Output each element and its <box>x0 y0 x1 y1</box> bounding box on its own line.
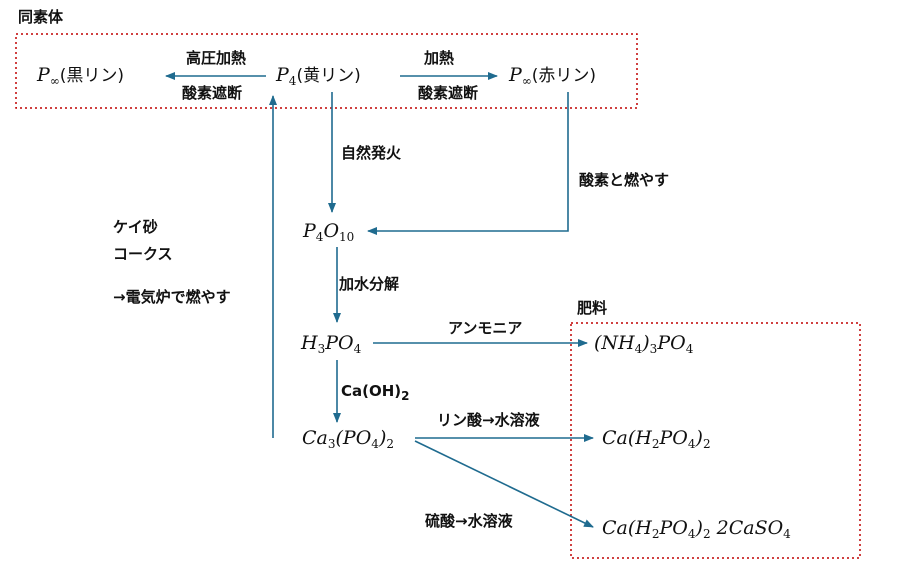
arrow-red-to-p4o10 <box>367 92 569 235</box>
section-label-fertilizer: 肥料 <box>577 299 608 317</box>
label-electric-furnace: →電気炉で燃やす <box>113 288 231 306</box>
label-ammonia: アンモニア <box>448 319 523 337</box>
label-oxygen-cutoff-1: 酸素遮断 <box>182 84 243 102</box>
label-hydrolysis: 加水分解 <box>339 275 400 293</box>
label-sulfuric-acid-solution: 硫酸→水溶液 <box>425 512 513 530</box>
label-calcium-hydroxide: Ca(OH)2 <box>341 382 410 403</box>
arrow-ca3po42-to-superphosphate <box>414 440 594 528</box>
compound-superphosphate: Ca(H2PO4)2 2CaSO4 <box>602 517 791 541</box>
label-phosphoric-acid-solution: リン酸→水溶液 <box>437 411 540 429</box>
label-high-pressure-heat: 高圧加熱 <box>186 49 247 67</box>
section-label-allotropes: 同素体 <box>18 8 64 26</box>
compound-red-phosphorus: P∞(赤リン) <box>509 64 597 88</box>
compound-calcium-dihydrogen-phosphate: Ca(H2PO4)2 <box>602 427 711 451</box>
label-oxygen-cutoff-2: 酸素遮断 <box>418 84 479 102</box>
compound-ammonium-phosphate: (NH4)3PO4 <box>594 332 694 356</box>
fertilizer-box <box>570 322 861 559</box>
compound-p4o10: P4O10 <box>303 220 355 244</box>
label-burn-with-oxygen: 酸素と燃やす <box>579 171 670 189</box>
label-spontaneous-combustion: 自然発火 <box>341 144 402 162</box>
label-heat: 加熱 <box>424 49 455 67</box>
compound-calcium-phosphate: Ca3(PO4)2 <box>302 427 394 451</box>
allotrope-box <box>15 33 638 109</box>
compound-yellow-phosphorus: P4(黄リン) <box>276 64 361 88</box>
label-silica-sand: ケイ砂 <box>113 218 158 236</box>
label-coke: コークス <box>113 245 173 263</box>
compound-h3po4: H3PO4 <box>301 332 362 356</box>
compound-black-phosphorus: P∞(黒リン) <box>37 64 125 88</box>
